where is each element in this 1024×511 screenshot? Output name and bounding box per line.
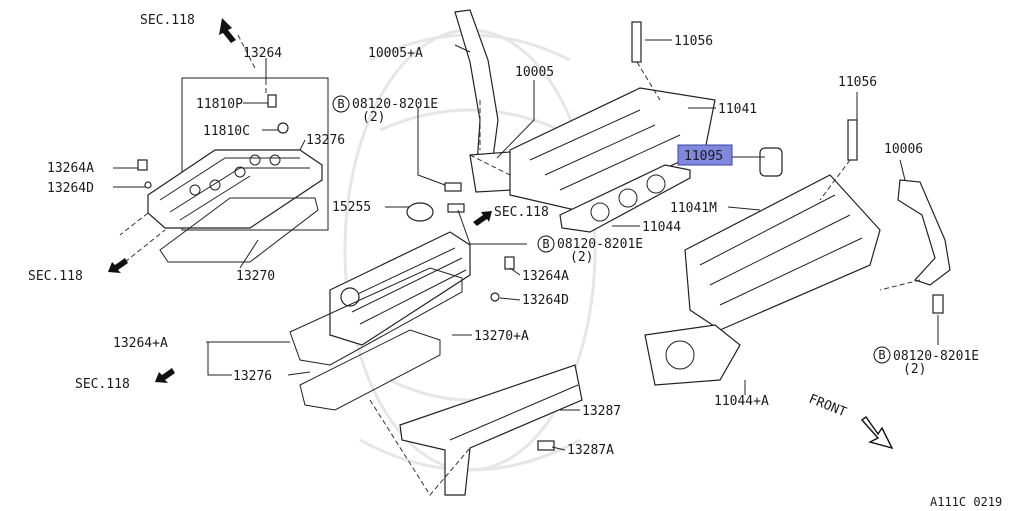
label-11044[interactable]: 11044 [642,220,681,235]
arrow-sec118-mid [473,211,492,226]
right-head-group [509,21,951,386]
gasket-13270A [289,267,463,366]
label-11810C[interactable]: 11810C [203,124,250,139]
arrow-sec118-left [108,258,128,273]
label-13264A-left[interactable]: 13264A [47,161,94,176]
label-13264-top[interactable]: 13264 [243,46,282,61]
svg-text:B: B [878,348,885,362]
label-10005[interactable]: 10005 [515,65,554,80]
washer-13264D-mid[interactable] [490,292,500,302]
label-bolt1-code[interactable]: 08120-8201E [352,97,438,112]
label-13264D-left[interactable]: 13264D [47,181,94,196]
bracket-10005[interactable] [469,151,513,193]
bolt-08120-upper[interactable] [444,182,462,192]
label-bolt2-code[interactable]: 08120-8201E [557,237,643,252]
label-10006[interactable]: 10006 [884,142,923,157]
label-bolt3-code[interactable]: 08120-8201E [893,349,979,364]
label-11041M[interactable]: 11041M [670,201,717,216]
label-bolt2-qty: (2) [570,250,593,265]
cylinder-head-11041M[interactable] [684,174,881,331]
svg-text:B: B [337,97,344,111]
rocker-cover-left[interactable] [147,149,323,229]
label-11810P[interactable]: 11810P [196,97,243,112]
label-ref-code: A111C 0219 [930,495,1002,509]
part-11095-highlight[interactable] [677,144,733,166]
label-15255[interactable]: 15255 [332,200,371,215]
label-13276-bot[interactable]: 13276 [233,369,272,384]
label-sec118-mid[interactable]: SEC.118 [494,205,549,220]
label-sec118-top[interactable]: SEC.118 [140,13,195,28]
gasket-13270 [159,197,319,263]
label-13276-top[interactable]: 13276 [306,133,345,148]
label-11095[interactable]: 11095 [684,149,723,164]
label-13270[interactable]: 13270 [236,269,275,284]
arrow-sec118-top [219,18,236,43]
bolt-13287A[interactable] [537,440,555,451]
circle-b-marker-2: B [537,235,555,253]
arrow-front [860,416,894,450]
bolt-08120-right[interactable] [932,294,944,314]
circle-b-marker-3: B [873,346,891,364]
center-head-group [289,9,583,496]
label-13264A-plus[interactable]: 13264+A [113,336,168,351]
washer-13264D-left[interactable] [144,181,152,189]
valve-11810P[interactable] [267,94,277,108]
label-13287[interactable]: 13287 [582,404,621,419]
label-10005A[interactable]: 10005+A [368,46,423,61]
bracket-box-13276 [181,77,329,231]
arrow-sec118-bot [155,368,175,383]
label-sec118-left[interactable]: SEC.118 [28,269,83,284]
left-rocker-cover-group [137,77,329,263]
label-11044A[interactable]: 11044+A [714,394,769,409]
label-11056-top[interactable]: 11056 [674,34,713,49]
circle-b-marker-1: B [332,95,350,113]
label-11041[interactable]: 11041 [718,102,757,117]
label-13264A-mid[interactable]: 13264A [522,269,569,284]
label-front: FRONT [807,392,849,421]
cover-13287[interactable] [399,364,583,496]
bolt-11056-top[interactable] [631,21,642,63]
camshaft-11095[interactable] [759,147,783,177]
label-bolt3-qty: (2) [903,362,926,377]
gasket-11044[interactable] [559,164,691,233]
bolt-11056-right[interactable] [847,119,858,161]
label-11056-right[interactable]: 11056 [838,75,877,90]
label-13264D-mid[interactable]: 13264D [522,293,569,308]
oil-filler-opening [340,287,360,307]
gasket-13276-lower [299,329,441,411]
gasket-11044A[interactable] [644,324,741,386]
svg-text:B: B [542,237,549,251]
bolt-08120-lower[interactable] [447,203,465,213]
filler-cap-15255[interactable] [406,202,434,222]
label-sec118-bot[interactable]: SEC.118 [75,377,130,392]
bolt-13264A-mid[interactable] [504,256,515,270]
bolt-13264A-left[interactable] [137,159,148,171]
label-bolt1-qty: (2) [362,110,385,125]
label-13287A[interactable]: 13287A [567,443,614,458]
bracket-10006[interactable] [897,179,951,286]
grommet-11810C[interactable] [277,122,289,134]
label-13270A[interactable]: 13270+A [474,329,529,344]
